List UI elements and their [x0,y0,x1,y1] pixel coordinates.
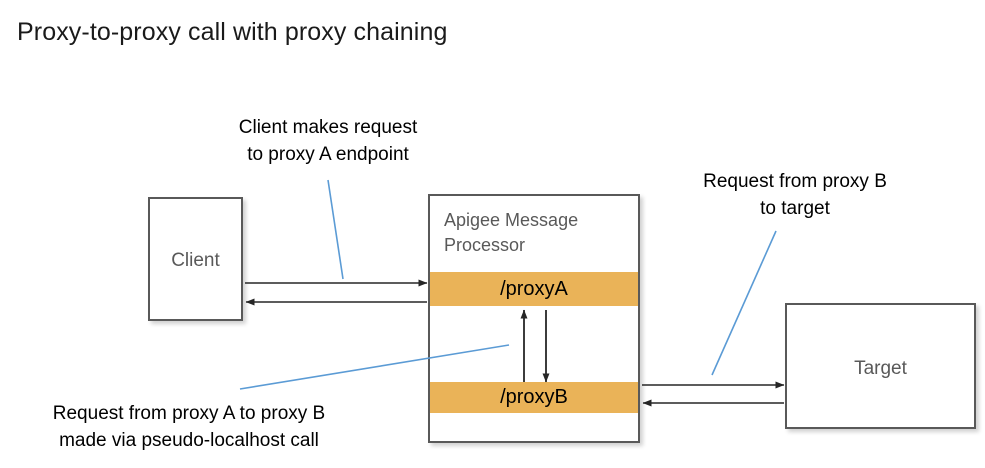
target-node: Target [785,303,976,429]
leader-line-proxy-b-target [711,230,777,376]
message-processor-node: Apigee Message Processor /proxyA /proxyB [428,194,640,443]
target-node-label: Target [854,358,907,379]
client-node-label: Client [171,250,220,271]
proxy-b-band: /proxyB [430,382,638,413]
annotation-proxy-b-to-target: Request from proxy B to target [703,171,887,219]
annotation-client-request: Client makes request to proxy A endpoint [238,117,418,165]
leader-line-client-request [327,179,344,280]
annotation-proxy-a-to-proxy-b: Request from proxy A to proxy B made via… [52,403,326,451]
message-processor-label: Apigee Message Processor [444,210,579,255]
proxy-a-band: /proxyA [430,272,638,306]
page-title: Proxy-to-proxy call with proxy chaining [17,18,448,46]
client-node: Client [148,197,243,321]
